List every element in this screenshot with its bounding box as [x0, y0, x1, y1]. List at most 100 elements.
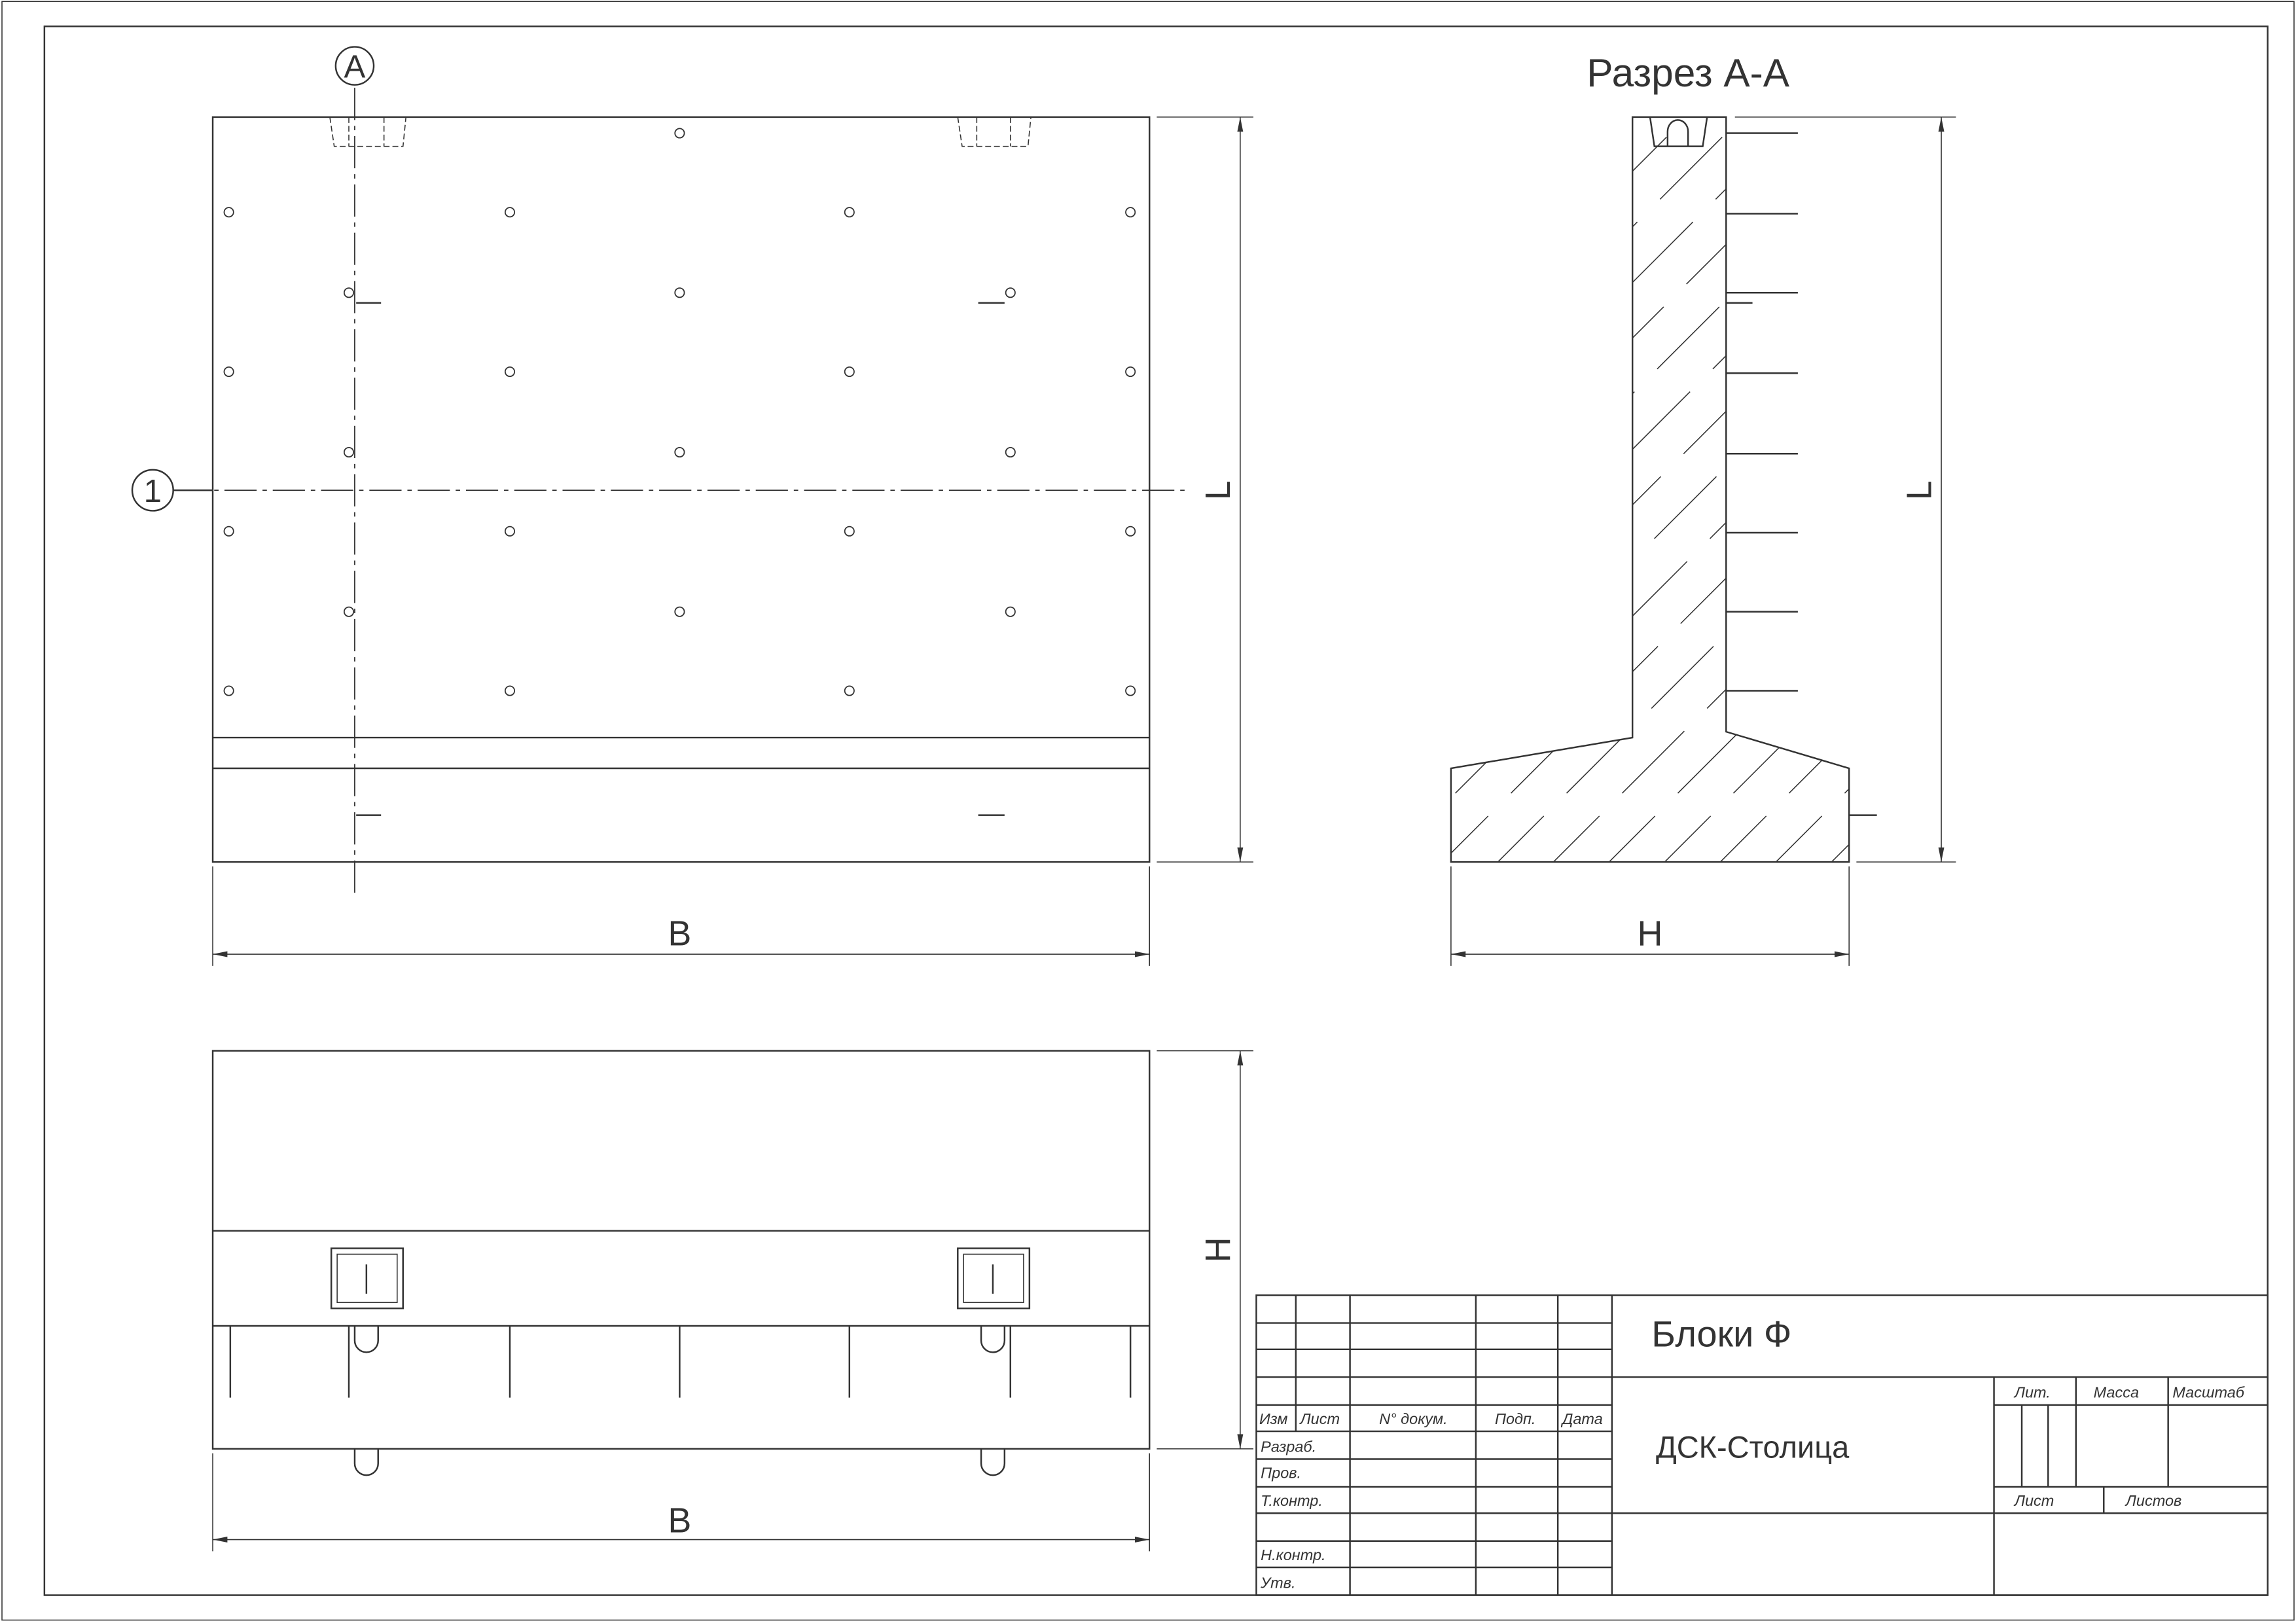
insert-point: [674, 446, 685, 458]
insert-point: [1125, 526, 1136, 537]
block-outline: [211, 116, 1151, 863]
hatch-line: [536, 58, 1355, 878]
section-marker-circle: [334, 46, 375, 86]
hatch-line: [2261, 58, 2296, 878]
hatch-line: [2149, 58, 2296, 878]
loops-bottom: [353, 1448, 1006, 1476]
insert-point: [223, 685, 234, 696]
dimension-label-h: H: [1198, 1237, 1238, 1262]
section-outline: [1450, 116, 1850, 863]
insert-point: [343, 287, 355, 298]
hatch-line: [1815, 116, 1850, 863]
section-marker-label: А: [344, 49, 366, 85]
dimension-label-l-section: L: [1899, 480, 1939, 500]
lifting-pocket-right: [957, 1247, 1031, 1310]
hatch-line: [1450, 116, 1850, 863]
hatch-line: [1450, 116, 1524, 863]
hatch-line: [1450, 116, 1850, 863]
hatch-line: [480, 58, 1300, 878]
hatch-line: [2038, 58, 2296, 878]
insert-points: [223, 128, 1136, 696]
title-block: Блоки Ф ДСК-Столица Изм Лист N° докум. П…: [1255, 1294, 2269, 1596]
insert-point: [1125, 366, 1136, 378]
insert-point: [504, 207, 516, 218]
organization-name: ДСК-Столица: [1656, 1429, 1850, 1464]
hatch-line: [1481, 116, 1850, 863]
dimension-label-l: L: [1198, 480, 1238, 500]
insert-point: [223, 526, 234, 537]
dimension-label-h-section: H: [1638, 914, 1663, 954]
hatch-line: [1704, 116, 1850, 863]
hatch-line: [1450, 116, 1801, 863]
label-mass: Масса: [2094, 1384, 2139, 1401]
hatch-line: [1450, 116, 1690, 863]
label-sheet: Лист: [2013, 1492, 2054, 1509]
front-view: А 1 L B: [131, 46, 1254, 966]
header-izm: Изм: [1259, 1410, 1288, 1427]
insert-point: [674, 128, 685, 139]
section-title: Разрез А-А: [1587, 50, 1789, 95]
axis-marker-label: 1: [144, 473, 162, 509]
insert-lines: [229, 1326, 1132, 1398]
hatch-line: [1871, 58, 2296, 878]
insert-point: [343, 606, 355, 617]
hatch-line: [1450, 116, 1579, 863]
insert-point: [844, 526, 855, 537]
lifting-loop-pocket-left: [329, 116, 407, 147]
insert-point: [223, 207, 234, 218]
label-sheets: Листов: [2125, 1492, 2181, 1509]
hatch-line: [1759, 116, 1850, 863]
section-view: Разрез А-А L H: [425, 50, 2296, 966]
plan-view: H B: [211, 1050, 1254, 1552]
role-tech-control: Т.контр.: [1261, 1492, 1323, 1509]
insert-point: [1005, 287, 1016, 298]
insert-point: [343, 446, 355, 458]
hatch-line: [1982, 58, 2296, 878]
dimension-label-b: B: [668, 914, 692, 954]
insert-point: [223, 366, 234, 378]
hatch-line: [592, 58, 1411, 878]
hatch-line: [1450, 116, 1850, 863]
hatch-line: [1450, 116, 1850, 863]
role-developer: Разраб.: [1261, 1438, 1316, 1455]
hatch-line: [1450, 116, 1850, 863]
insert-ticks: [1726, 132, 1798, 692]
hatch-line: [1450, 116, 1850, 863]
loops-top: [353, 1326, 1006, 1353]
hatch-line: [1450, 116, 1468, 863]
insert-point: [504, 366, 516, 378]
header-sign: Подп.: [1495, 1410, 1535, 1427]
hatch-line: [1450, 116, 1634, 863]
header-list: Лист: [1299, 1410, 1340, 1427]
hatch-line: [1592, 116, 1850, 863]
dimension-label-b-plan: B: [668, 1501, 692, 1540]
insert-point: [844, 207, 855, 218]
hatch-line: [1537, 116, 1850, 863]
lifting-pocket-left: [330, 1247, 404, 1310]
hatch-line: [1450, 116, 1850, 863]
insert-point: [1005, 446, 1016, 458]
plan-outline: [211, 1050, 1151, 1450]
insert-point: [504, 685, 516, 696]
loop-marks: [356, 302, 1005, 816]
hatch-line: [1648, 116, 1850, 863]
hatch-line: [2205, 58, 2296, 878]
insert-point: [1005, 606, 1016, 617]
concrete-hatching: [425, 58, 2296, 878]
hatch-line: [425, 58, 1244, 878]
label-scale: Масштаб: [2172, 1384, 2244, 1401]
drawing-frame: [43, 26, 2269, 1596]
drawing-name: Блоки Ф: [1651, 1313, 1791, 1354]
role-approved: Утв.: [1260, 1574, 1295, 1591]
header-date: Дата: [1560, 1410, 1603, 1427]
lifting-loop-pocket: [1649, 116, 1708, 147]
insert-point: [844, 366, 855, 378]
header-doc-no: N° докум.: [1379, 1410, 1447, 1427]
hatch-line: [1450, 116, 1850, 863]
insert-point: [674, 287, 685, 298]
insert-point: [1125, 685, 1136, 696]
role-checker: Пров.: [1261, 1465, 1301, 1482]
insert-point: [674, 606, 685, 617]
